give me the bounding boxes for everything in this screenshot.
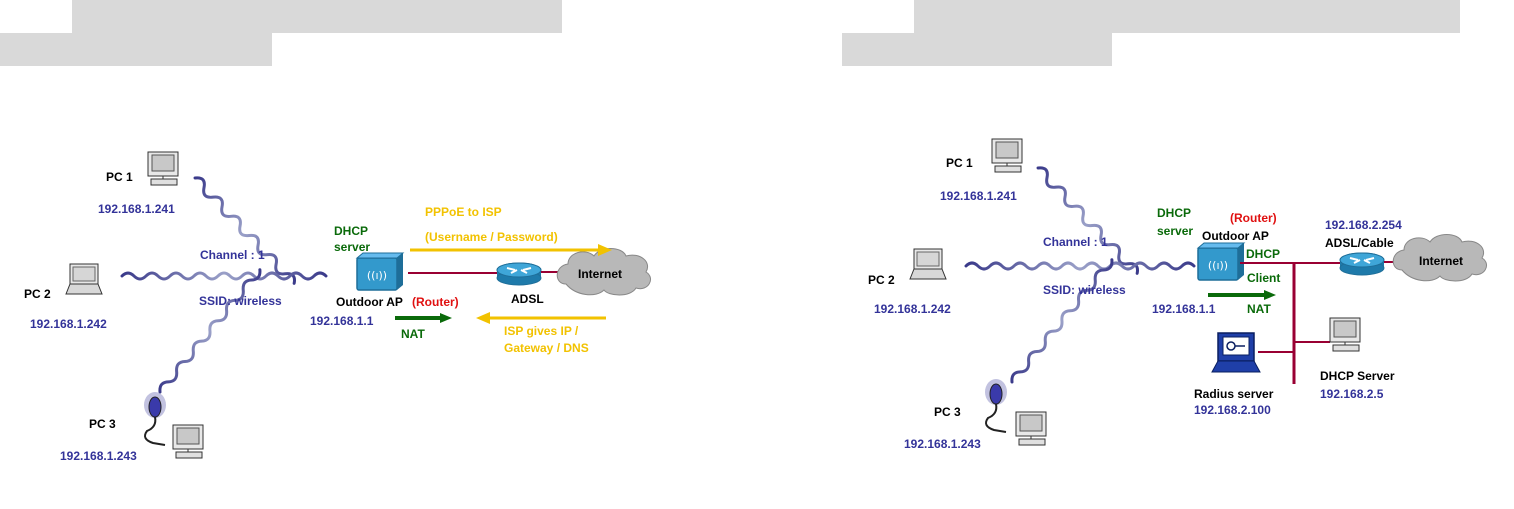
nat-arrow-head [440,313,452,323]
pppoe-credentials-label: (Username / Password) [425,230,558,244]
wireless-link-pc3 [158,268,262,394]
channel-label: Channel : 1 [200,248,265,262]
dhcp-client-label-1: DHCP [1246,247,1280,261]
modem-router-icon [1339,252,1385,276]
outdoor-ap-label: Outdoor AP [336,295,403,309]
pc2-name: PC 2 [24,287,51,301]
dhcp-server-icon [1329,317,1361,352]
outdoor-ap-icon-right [1197,242,1245,281]
dhcp-server-label-right: server [1157,224,1193,238]
outdoor-ap-icon [356,252,404,291]
header-bar-right-bottom [842,33,1112,66]
outdoor-ap-label-right: Outdoor AP [1202,229,1269,243]
dhcp-client-label-2: Client [1247,271,1280,285]
pc1-computer-icon [147,151,179,186]
header-bar-left-top [72,0,562,33]
router-label-right: (Router) [1230,211,1277,225]
pppoe-arrow-head [598,244,612,256]
ssid-label-right: SSID: wireless [1043,283,1126,297]
isp-arrow-head [476,312,490,324]
router-label: (Router) [412,295,459,309]
pc1-ip: 192.168.1.241 [98,202,175,216]
nat-label-right: NAT [1247,302,1271,316]
wireless-link-pc1 [193,176,296,285]
pc2-laptop-icon [65,263,103,295]
modem-ip-label: 192.168.2.254 [1325,218,1402,232]
radius-server-icon [1211,332,1261,373]
dhcp-server-ip-label: 192.168.2.5 [1320,387,1384,401]
internet-label: Internet [578,267,622,281]
dhcp-label: DHCP [334,224,368,238]
pc2-ip: 192.168.1.242 [30,317,107,331]
radius-ip-label: 192.168.2.100 [1194,403,1271,417]
dhcp-server-name-label: DHCP Server [1320,369,1395,383]
ssid-label: SSID: wireless [199,294,282,308]
pc3-name: PC 3 [89,417,116,431]
wireless-link-pc2 [120,271,328,281]
ap-ip-label-right: 192.168.1.1 [1152,302,1216,316]
dhcp-label-right: DHCP [1157,206,1191,220]
isp-label-line2: Gateway / DNS [504,341,589,355]
dhcp-server-label: server [334,240,370,254]
ap-ip-label: 192.168.1.1 [310,314,374,328]
header-bar-left-bottom [0,33,272,66]
pc3-antenna-icon [143,391,167,446]
isp-label-line1: ISP gives IP / [504,324,579,338]
pc2-laptop-icon-right [909,248,947,280]
pc3-name-right: PC 3 [934,405,961,419]
pc1-name-right: PC 1 [946,156,973,170]
wireless-link-pc3-right [1010,258,1114,384]
modem-label: ADSL/Cable [1325,236,1394,250]
pc3-antenna-icon-right [984,378,1008,433]
wireless-link-pc2-right [964,261,1196,271]
pc2-name-right: PC 2 [868,273,895,287]
right-diagram: PC 1 192.168.1.241 PC 2 192.168.1.242 PC… [868,138,1488,451]
pc3-computer-icon-right [1015,411,1047,446]
pppoe-label: PPPoE to ISP [425,205,502,219]
internet-label-right: Internet [1419,254,1463,268]
left-diagram: PC 1 192.168.1.241 PC 2 192.168.1.242 PC… [24,151,652,463]
pc3-computer-icon [172,424,204,459]
pc1-ip-right: 192.168.1.241 [940,189,1017,203]
header-bars [0,0,1460,66]
wireless-link-pc1-right [1036,166,1139,275]
pc3-ip: 192.168.1.243 [60,449,137,463]
pc1-computer-icon-right [991,138,1023,173]
header-bar-right-top [914,0,1460,33]
radius-label: Radius server [1194,387,1274,401]
nat-arrow-head-right [1264,290,1276,300]
adsl-label: ADSL [511,292,544,306]
nat-label: NAT [401,327,425,341]
pc3-ip-right: 192.168.1.243 [904,437,981,451]
pc2-ip-right: 192.168.1.242 [874,302,951,316]
channel-label-right: Channel : 1 [1043,235,1108,249]
adsl-router-icon [496,262,542,286]
pc1-name: PC 1 [106,170,133,184]
